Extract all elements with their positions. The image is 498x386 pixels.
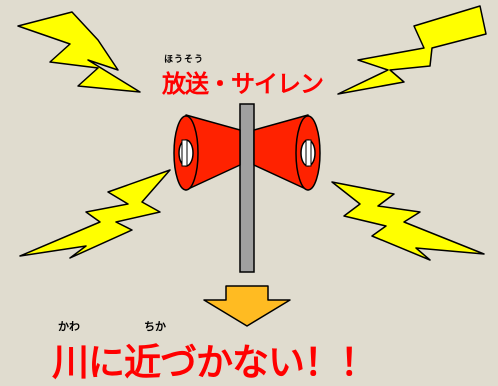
lightning-bolt-icon [19,169,171,259]
siren-pole [239,103,255,273]
lightning-bolt-icon [337,5,487,95]
warning-text: 川に近づかない！！ [52,341,377,384]
siren-warning-illustration: ほうそう 放送・サイレン かわ ちか 川に近づかない！！ [17,5,487,384]
lightning-bolt-icon [331,181,485,261]
illustration-art [17,5,487,327]
title-ruby: ほうそう [164,55,205,65]
down-arrow-icon [203,285,291,327]
warning-ruby-chika: ちか [144,320,166,333]
warning-ruby-kawa: かわ [58,320,80,333]
siren-speaker-icon [173,114,241,191]
lightning-bolt-icon [17,11,141,93]
title-text: 放送・サイレン [162,70,324,98]
siren-speaker-icon [253,114,321,191]
